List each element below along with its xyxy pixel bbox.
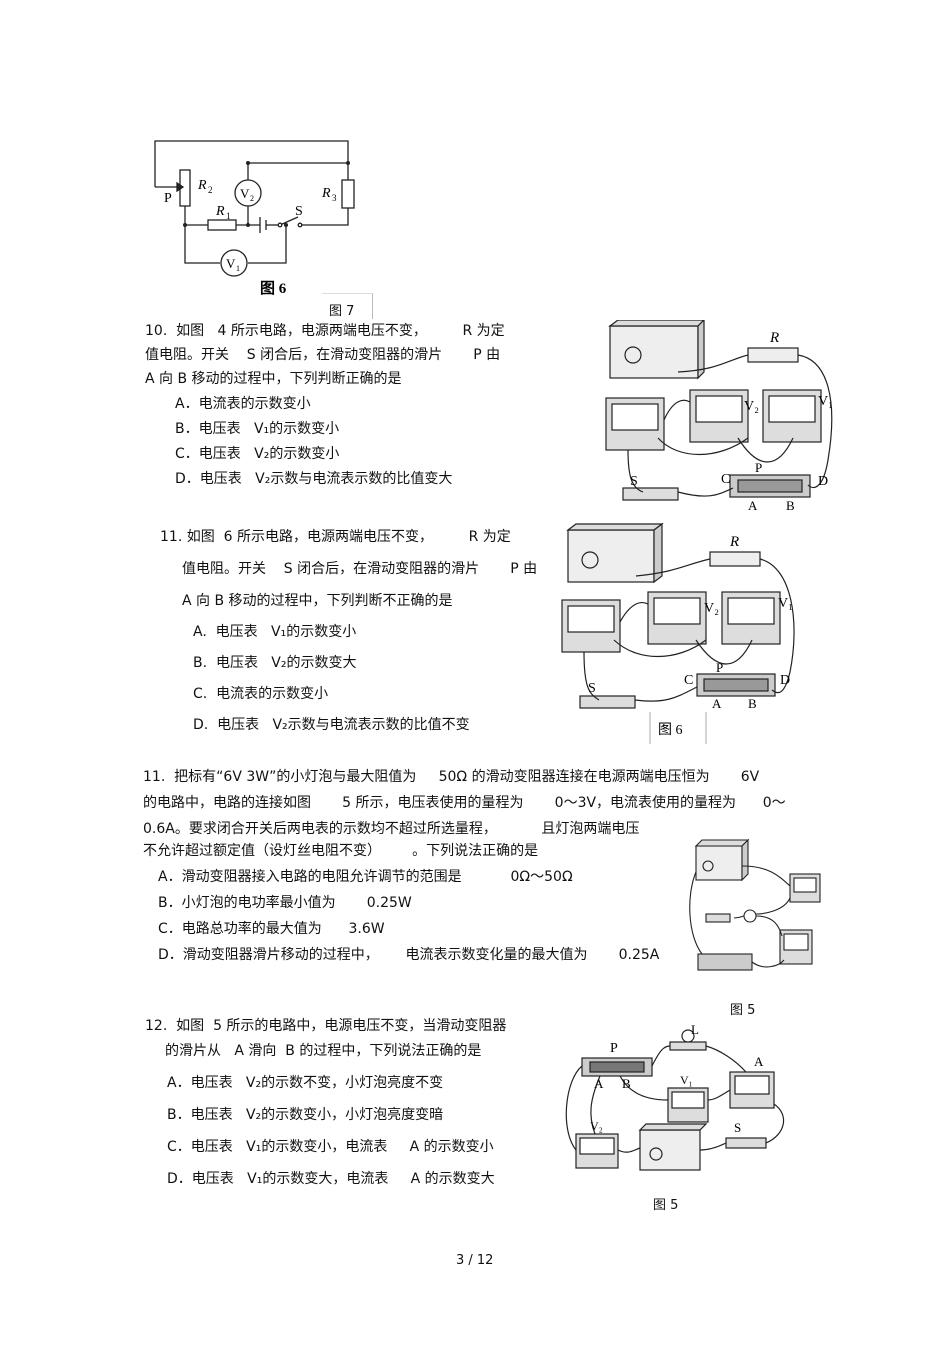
option-c: C．电压表 V₁的示数变小，电流表 A 的示数变小 [167,1139,494,1155]
label-v1: V₁ [778,596,793,611]
question-line: A 向 B 移动的过程中，下列判断不正确的是 [182,593,453,609]
svg-text:1: 1 [226,211,231,221]
question-line: 的电路中，电路的连接如图 5 所示，电压表使用的量程为 0～3V，电流表使用的量… [143,795,786,811]
label-a: A [594,1076,604,1091]
label-v2: V [240,186,250,201]
option-b: B．电压表 V₁的示数变小 [175,421,340,437]
option-c: C. 电流表的示数变小 [193,686,329,702]
label-s: S [734,1120,741,1135]
label-b: B [748,696,757,711]
label-v2: V₂ [590,1119,603,1133]
question-line: 的滑片从 A 滑向 B 的过程中，下列说法正确的是 [165,1043,482,1059]
svg-text:3: 3 [332,193,337,203]
option-d: D．滑动变阻器滑片移动的过程中， 电流表示数变化量的最大值为 0.25A [158,947,660,963]
label-r2: R [197,178,207,193]
label-r: R [769,330,779,346]
question-line: 值电阻。开关 S 闭合后，在滑动变阻器的滑片 P 由 [145,347,501,363]
question-10: 10. 如图 4 所示电路，电源两端电压不变， R 为定 值电阻。开关 S 闭合… [145,322,505,488]
label-p: P [164,191,172,206]
option-b: B．小灯泡的电功率最小值为 0.25W [158,895,412,911]
question-12: 12. 如图 5 所示的电路中，电源电压不变，当滑动变阻器 的滑片从 A 滑向 … [145,1017,506,1188]
label-a: A [712,696,722,711]
svg-text:2: 2 [208,185,213,195]
label-b: B [786,498,795,513]
option-b: B．电压表 V₂的示数变小，小灯泡亮度变暗 [167,1107,444,1123]
question-line: A 向 B 移动的过程中，下列判断正确的是 [145,371,402,387]
physical-circuit-q11a: R V₂ V₁ S C P D A B 图 6 [552,522,804,744]
physical-circuit-q10: R V₂ V₁ S C P D A B [598,318,843,515]
physical-circuit-q11b [684,836,824,986]
label-c: C [721,472,730,487]
label-v1: V₁ [818,394,833,409]
label-p: P [716,660,723,675]
label-v2: V₂ [704,601,719,616]
label-v1: V [226,256,236,271]
option-c: C．电路总功率的最大值为 3.6W [158,921,385,937]
option-a: A．电流表的示数变小 [175,396,311,412]
option-d: D．电压表 V₁的示数变大，电流表 A 的示数变大 [167,1171,495,1187]
label-p: P [755,460,762,475]
physical-circuit-q12: L P A B V₁ V₂ A S [560,1020,810,1190]
label-l: L [691,1022,699,1037]
question-line: 值电阻。开关 S 闭合后，在滑动变阻器的滑片 P 由 [182,561,538,577]
figure-caption: 图 5 [653,1198,679,1213]
figure-caption-7: 图 7 [329,304,355,319]
label-v2: V₂ [744,399,759,414]
label-a: A [748,498,758,513]
circuit-diagram-top: P R 2 R 1 R 3 S V 2 V 1 图 6 [150,135,360,300]
figure-caption-7-box [322,293,373,319]
label-r3: R [321,186,331,201]
svg-text:1: 1 [236,264,240,273]
option-a: A．滑动变阻器接入电路的电阻允许调节的范围是 0Ω～50Ω [158,869,573,885]
option-b: B. 电压表 V₂的示数变大 [193,655,357,671]
label-s: S [630,474,638,489]
label-ammeter: A [754,1054,764,1069]
option-d: D．电压表 V₂示数与电流表示数的比值变大 [175,471,453,487]
option-d: D. 电压表 V₂示数与电流表示数的比值不变 [193,717,470,733]
label-b: B [622,1076,631,1091]
question-11a: 11. 如图 6 所示电路，电源两端电压不变， R 为定 值电阻。开关 S 闭合… [160,528,537,734]
question-line: 10. 如图 4 所示电路，电源两端电压不变， R 为定 [145,323,505,339]
question-line: 11. 如图 6 所示电路，电源两端电压不变， R 为定 [160,529,511,545]
label-d: D [818,474,828,489]
option-a: A. 电压表 V₁的示数变小 [193,624,357,640]
label-r1: R [215,204,225,219]
svg-text:2: 2 [250,194,254,203]
question-line: 12. 如图 5 所示的电路中，电源电压不变，当滑动变阻器 [145,1018,507,1034]
question-line: 11. 把标有“6V 3W”的小灯泡与最大阻值为 50Ω 的滑动变阻器连接在电源… [143,769,760,785]
label-c: C [684,673,693,688]
figure-caption: 图 6 [658,723,683,738]
figure-caption-6: 图 6 [260,280,287,297]
label-r: R [729,534,739,550]
label-s: S [295,204,303,219]
label-v1: V₁ [680,1073,693,1087]
figure-caption: 图 5 [730,1003,756,1018]
option-a: A．电压表 V₂的示数不变，小灯泡亮度不变 [167,1075,444,1091]
question-line: 0.6A。要求闭合开关后两电表的示数均不超过所选量程， 且灯泡两端电压 [143,821,640,837]
option-c: C．电压表 V₂的示数变小 [175,446,340,462]
question-line: 不允许超过额定值（设灯丝电阻不变） 。下列说法正确的是 [143,843,539,859]
page-number: 3 / 12 [456,1253,494,1268]
label-p: P [610,1041,618,1056]
label-d: D [780,673,790,688]
label-s: S [588,681,596,696]
question-11b: 11. 把标有“6V 3W”的小灯泡与最大阻值为 50Ω 的滑动变阻器连接在电源… [143,768,786,964]
